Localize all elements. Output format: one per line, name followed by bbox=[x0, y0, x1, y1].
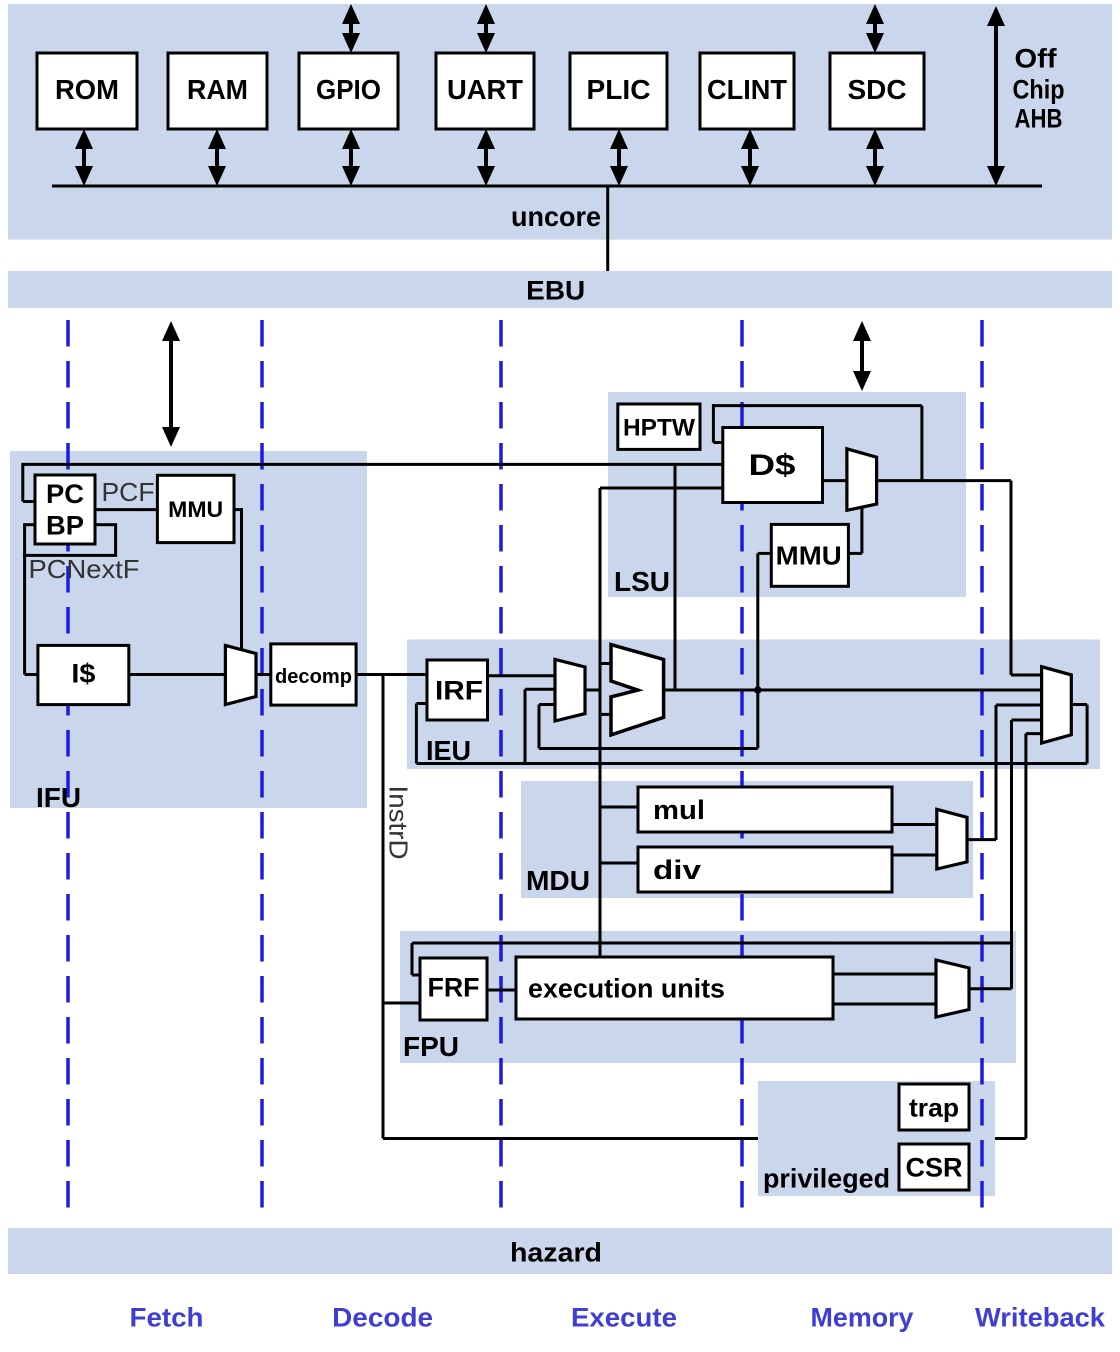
svg-text:MMU: MMU bbox=[168, 497, 223, 522]
svg-text:D$: D$ bbox=[749, 449, 796, 482]
svg-text:Memory: Memory bbox=[811, 1303, 914, 1333]
svg-text:ROM: ROM bbox=[55, 74, 119, 105]
svg-text:decomp: decomp bbox=[275, 666, 352, 688]
svg-text:Execute: Execute bbox=[571, 1303, 677, 1333]
svg-text:PCF: PCF bbox=[102, 477, 155, 507]
svg-text:GPIO: GPIO bbox=[316, 74, 381, 105]
svg-text:hazard: hazard bbox=[510, 1238, 602, 1268]
svg-text:PCNextF: PCNextF bbox=[29, 554, 140, 584]
svg-text:SDC: SDC bbox=[848, 74, 907, 105]
svg-text:PLIC: PLIC bbox=[587, 74, 651, 105]
svg-text:CLINT: CLINT bbox=[707, 74, 787, 105]
svg-text:Chip: Chip bbox=[1013, 75, 1065, 105]
svg-text:AHB: AHB bbox=[1015, 104, 1063, 134]
svg-text:IRF: IRF bbox=[435, 676, 483, 706]
svg-text:FPU: FPU bbox=[403, 1031, 459, 1062]
svg-text:HPTW: HPTW bbox=[623, 415, 695, 442]
svg-text:InstrD: InstrD bbox=[383, 786, 413, 860]
svg-text:LSU: LSU bbox=[614, 566, 670, 597]
svg-text:execution units: execution units bbox=[528, 974, 725, 1004]
svg-text:RAM: RAM bbox=[187, 74, 248, 105]
svg-text:IFU: IFU bbox=[36, 782, 81, 813]
svg-text:FRF: FRF bbox=[428, 973, 480, 1003]
svg-text:Writeback: Writeback bbox=[975, 1303, 1106, 1333]
svg-text:Fetch: Fetch bbox=[130, 1303, 204, 1333]
svg-text:MMU: MMU bbox=[776, 540, 842, 570]
svg-text:trap: trap bbox=[909, 1092, 959, 1122]
svg-text:mul: mul bbox=[653, 795, 705, 825]
svg-text:PC: PC bbox=[46, 479, 84, 509]
svg-text:MDU: MDU bbox=[526, 865, 590, 896]
svg-text:BP: BP bbox=[46, 510, 84, 540]
svg-text:IEU: IEU bbox=[426, 735, 471, 766]
svg-text:Off: Off bbox=[1015, 44, 1058, 74]
svg-text:I$: I$ bbox=[71, 659, 95, 689]
svg-text:UART: UART bbox=[447, 74, 523, 105]
svg-text:privileged: privileged bbox=[763, 1164, 890, 1194]
svg-text:EBU: EBU bbox=[526, 276, 585, 306]
svg-text:CSR: CSR bbox=[906, 1153, 963, 1183]
svg-text:div: div bbox=[653, 855, 701, 885]
svg-text:uncore: uncore bbox=[511, 201, 601, 232]
svg-text:Decode: Decode bbox=[332, 1303, 433, 1333]
